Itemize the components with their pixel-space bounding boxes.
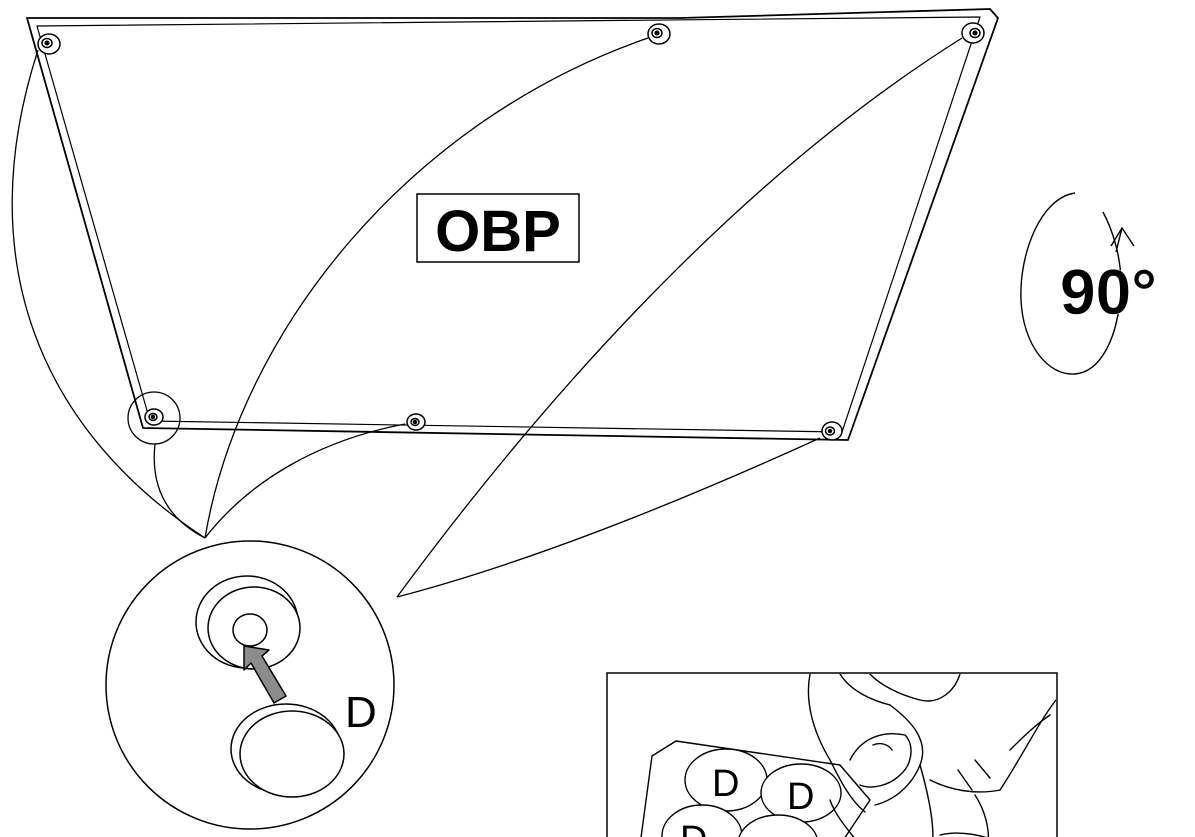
- inset-panel: D D D: [606, 672, 1058, 837]
- rotation-ellipse: [1020, 192, 1122, 375]
- panel-label-box: OBP: [416, 193, 580, 264]
- sheet-pad-4: [738, 814, 818, 837]
- pads: [37, 22, 985, 441]
- leader-line-bottom-middle: [204, 423, 406, 539]
- detail-mounted-pad: [195, 575, 301, 670]
- leader-line-highlight: [153, 443, 206, 539]
- rotation-indicator: 90°: [1020, 192, 1157, 375]
- leader-lines: [11, 37, 963, 598]
- leader-line-top-right: [396, 37, 963, 598]
- pad-bottom-left: [144, 408, 164, 426]
- leader-line-bottom-right: [396, 437, 821, 598]
- leader-line-top-left: [11, 49, 206, 539]
- rotation-angle-label: 90°: [1060, 256, 1157, 328]
- leader-line-top-middle: [204, 37, 649, 539]
- pad-top-left: [37, 33, 61, 55]
- sheet-label-2: D: [787, 776, 814, 818]
- sheet-label-1: D: [712, 763, 739, 805]
- sheet-label-3: D: [680, 819, 707, 837]
- pad-highlight-circle: [127, 391, 181, 445]
- pad-bottom-middle: [406, 413, 426, 431]
- hand: [807, 674, 1056, 837]
- detail-circle: D: [105, 540, 395, 830]
- pad-bottom-right: [821, 421, 843, 441]
- detail-part-label: D: [345, 688, 377, 737]
- panel-outer-edge: [26, 8, 999, 441]
- panel-label: OBP: [435, 199, 561, 264]
- rotation-arrowhead: [1110, 226, 1135, 247]
- pad-top-middle: [647, 23, 671, 45]
- rotation-arrow-stem: [1115, 227, 1123, 253]
- detail-new-pad: [230, 703, 345, 798]
- placement-arrow: [243, 645, 287, 704]
- pad-top-right: [961, 22, 985, 44]
